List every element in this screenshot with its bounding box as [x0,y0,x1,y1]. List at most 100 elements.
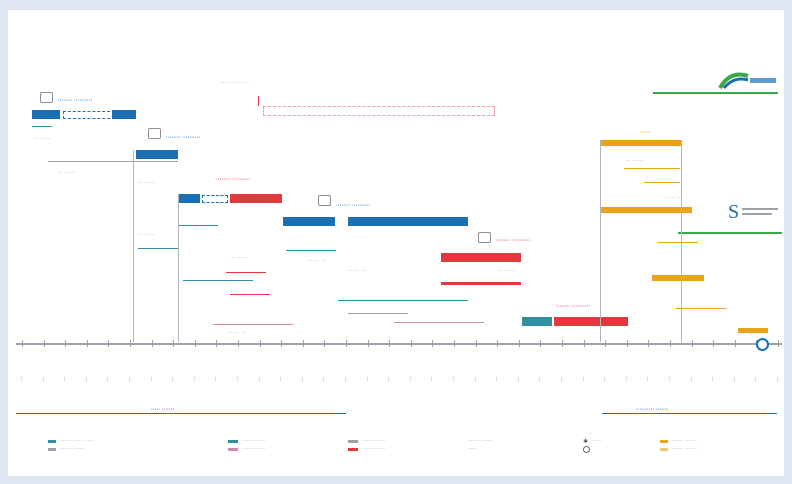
task-line-1 [178,225,218,227]
programme-2-connector [48,161,178,163]
legend-item-11: ········ ········ [672,446,698,451]
timeline-label: ···· [128,376,133,382]
task-line-2 [138,248,178,250]
legend-star-icon: ✱ [583,439,589,445]
programme-3-bar-gap [202,195,228,203]
task-line-3 [286,250,336,252]
timeline-label: ···· [581,376,587,382]
timeline-label: ···· [668,376,673,382]
note-8: ··· ···· ··· [664,195,682,200]
guide-line-4 [681,140,682,342]
timeline-tick [540,340,542,347]
programme-2-bar [136,150,178,159]
timeline-label: ···· [279,376,285,382]
partner-underline [678,232,782,234]
note-6: ··· ···· ··· [498,268,516,273]
timeline-tick [281,340,283,347]
timeline-tick [410,340,412,347]
timeline-label: ···· [646,376,652,382]
left-span-label: ····· ······· [148,407,178,413]
banner-line [258,96,259,106]
legend-circle-icon [583,446,590,453]
programme-3-label: ········ ·········· [216,177,251,183]
legend-item-6: ········ ······· [362,446,386,451]
roadmap-canvas: ···· ···· ···· ····· ········ ··········… [8,10,784,476]
timeline-label: ···· [538,376,544,382]
orange-bar-1 [600,140,682,146]
timeline-label: ···· [365,376,371,382]
programme-6-label: ········ ·········· [556,304,591,310]
brand-underline [653,92,778,94]
logo-mark [718,72,776,90]
orange-line-1 [624,168,680,170]
legend-item-8: ······ [468,446,477,451]
timeline-tick [518,340,520,347]
programme-2-label: ········ ·········· [166,135,201,141]
note-4: ··· ···· ··· [308,258,326,263]
orange-bar-2 [600,207,692,213]
timeline-tick [65,340,67,347]
programme-6-bar-a [522,317,552,326]
programme-4-badge [318,195,331,206]
timeline-tick [238,340,239,347]
legend-swatch-1 [48,440,56,443]
timeline-label: ···· [214,376,220,382]
timeline-label: ···· [41,376,47,382]
task-line-5 [338,300,468,302]
programme-2-badge [148,128,161,139]
timeline-label: ···· [192,376,198,382]
note-3: ··· ···· ··· [230,255,248,260]
programme-2-note: ··· ···· ··· [58,170,76,175]
guide-line-3 [600,140,601,342]
legend-swatch-4 [228,448,238,451]
timeline-tick [562,340,563,347]
note-7: ··· ···· ··· [626,158,644,163]
programme-3-bar-red [230,194,282,203]
timeline-tick [130,340,131,347]
programme-1-note: ··· ···· ··· [34,136,52,141]
legend-item-7: ········ ········ [468,438,494,443]
task-line-8 [348,313,408,315]
task-line-7 [394,322,484,324]
programme-4-label: ········ ·········· [336,203,371,209]
banner-bar [263,106,495,116]
timeline-label: ···· [149,376,155,382]
timeline-tick [194,340,196,347]
orange-bar-3 [652,275,704,281]
programme-5-sub-a [441,282,521,285]
timeline-tick [648,340,650,347]
timeline-label: ···· [495,376,501,382]
orange-line-3 [658,242,698,244]
timeline-label: ···· [236,376,241,382]
programme-1-bar-a [32,110,60,119]
legend-swatch-11 [660,448,668,451]
task-line-4 [183,280,253,282]
timeline-tick [432,340,434,347]
left-span-line [16,413,346,414]
timeline-tick [173,340,175,347]
timeline-label: ···· [732,376,738,382]
timeline-tick [454,340,455,347]
task-line-10 [230,294,270,296]
timeline-label: ···· [473,376,479,382]
legend: ········ ········ ····· ········ ·······… [48,438,768,468]
timeline-tick [605,340,607,347]
note-5: ··· ···· ··· [348,268,366,273]
timeline-label: ···· [560,376,565,382]
timeline-label: ···· [754,376,760,382]
timeline-label: ···· [106,376,112,382]
note-9: ··· ···· ··· [228,330,246,335]
timeline-tick [22,340,23,347]
note-2: ··· ···· ··· [138,232,156,237]
timeline-tick [302,340,304,347]
task-line-9 [226,272,266,274]
programme-6-bar-b [554,317,628,326]
timeline-tick [43,340,45,347]
timeline-tick [108,340,110,347]
programme-5-bar [441,253,521,262]
programme-5-badge [478,232,491,243]
timeline-tick [389,340,391,347]
orange-line-2 [644,182,680,184]
legend-swatch-10 [660,440,668,443]
partner-logo-mark: S [728,201,778,223]
